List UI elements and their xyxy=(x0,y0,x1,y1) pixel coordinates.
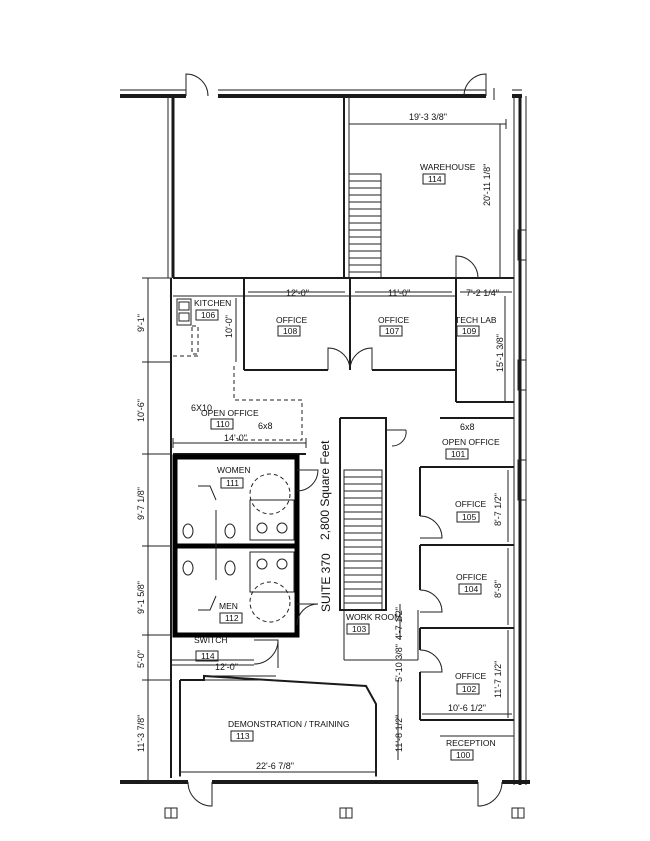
office-108-number: 108 xyxy=(283,326,297,336)
warehouse-label: WAREHOUSE xyxy=(420,162,476,172)
dim-office105-depth: 8'-7 1/2" xyxy=(493,493,503,526)
dim-training-width: 22'-6 7/8" xyxy=(256,761,294,771)
training-number: 113 xyxy=(236,731,250,741)
dim-office102-depth: 11'-7 1/2" xyxy=(493,661,503,698)
warehouse-area xyxy=(173,96,514,279)
switch-number: 114 xyxy=(201,651,215,661)
exterior-walls xyxy=(120,73,530,819)
office-107-number: 107 xyxy=(385,326,399,336)
tech-lab-label: TECH LAB xyxy=(455,315,497,325)
dim-left-9-1: 9'-1" xyxy=(136,314,146,332)
open-office-101-label: OPEN OFFICE xyxy=(442,437,500,447)
dim-left-10-6: 10'-6" xyxy=(136,399,146,422)
dim-left-11-3: 11'-3 7/8" xyxy=(136,715,146,752)
kitchen-label: KITCHEN xyxy=(194,298,231,308)
left-dimension-string xyxy=(142,277,171,783)
work-room-number: 103 xyxy=(352,624,366,634)
dim-switch-width: 12'-0" xyxy=(215,662,238,672)
open-office-110-number: 110 xyxy=(216,419,230,429)
dim-office108-width: 12'-0" xyxy=(286,288,309,298)
office-102-label: OFFICE xyxy=(455,671,486,681)
dim-left-9-1-5: 9'-1 5/8" xyxy=(136,581,146,614)
dim-techlab-depth: 15'-1 3/8" xyxy=(495,334,505,372)
office-107-label: OFFICE xyxy=(378,315,409,325)
dim-open-office-width: 14'-0" xyxy=(224,433,247,443)
reception-number: 100 xyxy=(456,750,470,760)
dim-left-5-0: 5'-0" xyxy=(136,650,146,668)
central-stair xyxy=(339,417,419,760)
dim-furniture-6x8-right: 6x8 xyxy=(460,422,475,432)
dim-workroom-4-7: 4'-7 1/2" xyxy=(394,607,404,640)
men-number: 112 xyxy=(225,613,239,623)
switch-label: SWITCH xyxy=(194,635,228,645)
dim-workroom-11-8: 11'-8 1/2" xyxy=(394,715,404,752)
dim-furniture-6x10: 6X10 xyxy=(191,403,212,413)
dim-kitchen-depth: 10'-0" xyxy=(224,315,234,338)
office-108-label: OFFICE xyxy=(276,315,307,325)
suite-label: SUITE 370 xyxy=(319,553,333,612)
dim-left-9-7: 9'-7 1/8" xyxy=(136,487,146,520)
men-label: MEN xyxy=(219,601,238,611)
office-102-number: 102 xyxy=(462,684,476,694)
dim-warehouse-width: 19'-3 3/8" xyxy=(409,112,447,122)
kitchen-number: 106 xyxy=(201,310,215,320)
warehouse-number: 114 xyxy=(428,174,442,184)
work-room-label: WORK ROOM xyxy=(346,612,401,622)
open-office-110-label: OPEN OFFICE xyxy=(201,408,259,418)
women-label: WOMEN xyxy=(217,465,251,475)
office-row xyxy=(173,278,514,403)
dim-furniture-6x8-left: 6x8 xyxy=(258,421,273,431)
office-104-number: 104 xyxy=(464,584,478,594)
open-office-110-area xyxy=(172,366,307,455)
office-105-number: 105 xyxy=(462,512,476,522)
office-104-label: OFFICE xyxy=(456,572,487,582)
dimension-labels: 19'-3 3/8" 20'-11 1/8" 12'-0" 11'-0" 7'-… xyxy=(136,112,505,771)
area-label: 2,800 Square Feet xyxy=(318,440,332,540)
dim-workroom-5-10: 5'-10 3/8" xyxy=(394,644,404,682)
tech-lab-number: 109 xyxy=(462,326,476,336)
training-label: DEMONSTRATION / TRAINING xyxy=(228,719,350,729)
dim-office104-depth: 8'-8" xyxy=(493,580,503,598)
restroom-block xyxy=(172,454,319,638)
switch-and-training xyxy=(171,639,377,777)
dim-warehouse-depth: 20'-11 1/8" xyxy=(482,164,492,206)
office-105-label: OFFICE xyxy=(455,499,486,509)
open-office-101-number: 101 xyxy=(451,449,465,459)
dim-office107-width: 11'-0" xyxy=(388,288,410,298)
right-offices xyxy=(419,417,514,737)
dim-office102-width: 10'-6 1/2" xyxy=(448,703,486,713)
reception-label: RECEPTION xyxy=(446,738,496,748)
room-labels: WAREHOUSE 114 KITCHEN 106 OFFICE 108 OFF… xyxy=(194,162,500,761)
dim-techlab-width: 7'-2 1/4" xyxy=(466,288,499,298)
women-number: 111 xyxy=(226,478,239,488)
